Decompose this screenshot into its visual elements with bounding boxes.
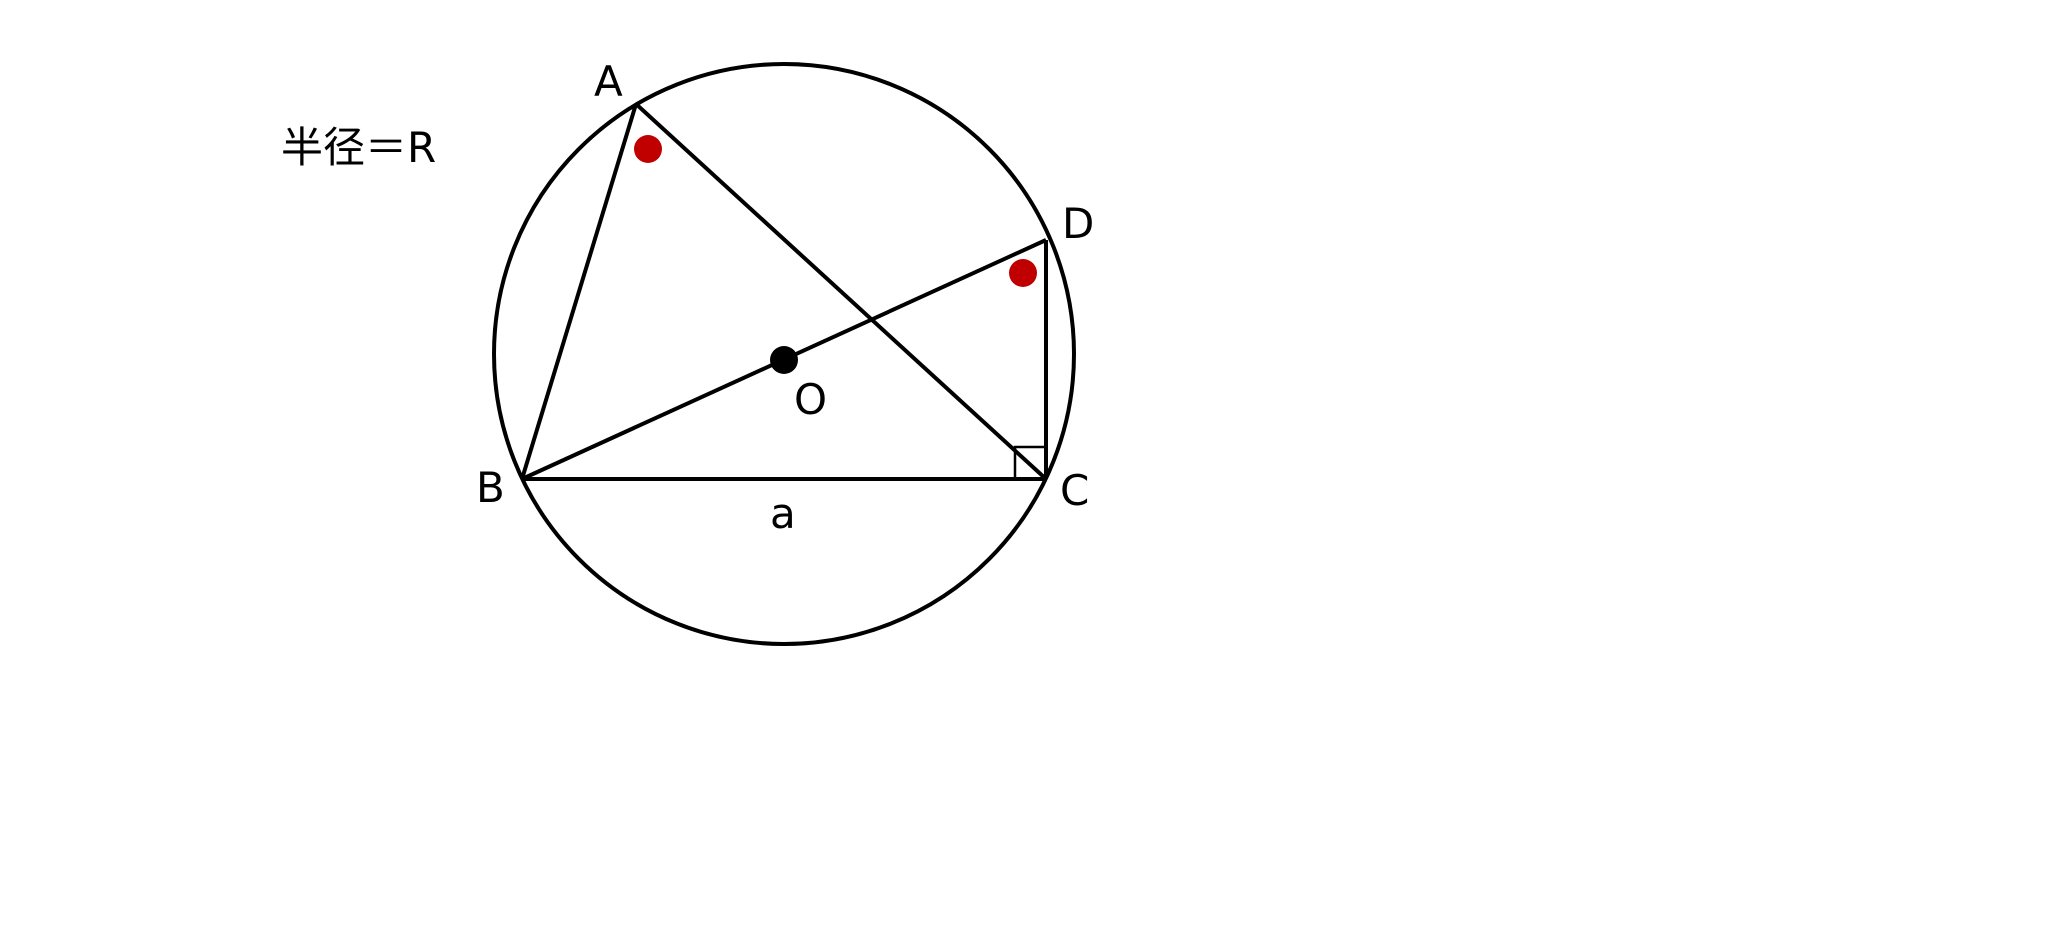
- center-point-O: [770, 346, 798, 374]
- side-AB: [520, 103, 638, 480]
- label-B: B: [476, 463, 505, 512]
- circumcircle: [492, 62, 1076, 646]
- right-angle-mark: [1013, 445, 1046, 479]
- label-C: C: [1060, 466, 1089, 515]
- side-AC: [634, 102, 1048, 481]
- label-radius: 半径＝R: [281, 123, 436, 172]
- angle-mark-D: [1009, 259, 1037, 287]
- label-a: a: [770, 489, 796, 538]
- label-D: D: [1062, 199, 1094, 248]
- label-A: A: [594, 57, 623, 106]
- label-O: O: [794, 375, 827, 424]
- angle-mark-A: [634, 135, 662, 163]
